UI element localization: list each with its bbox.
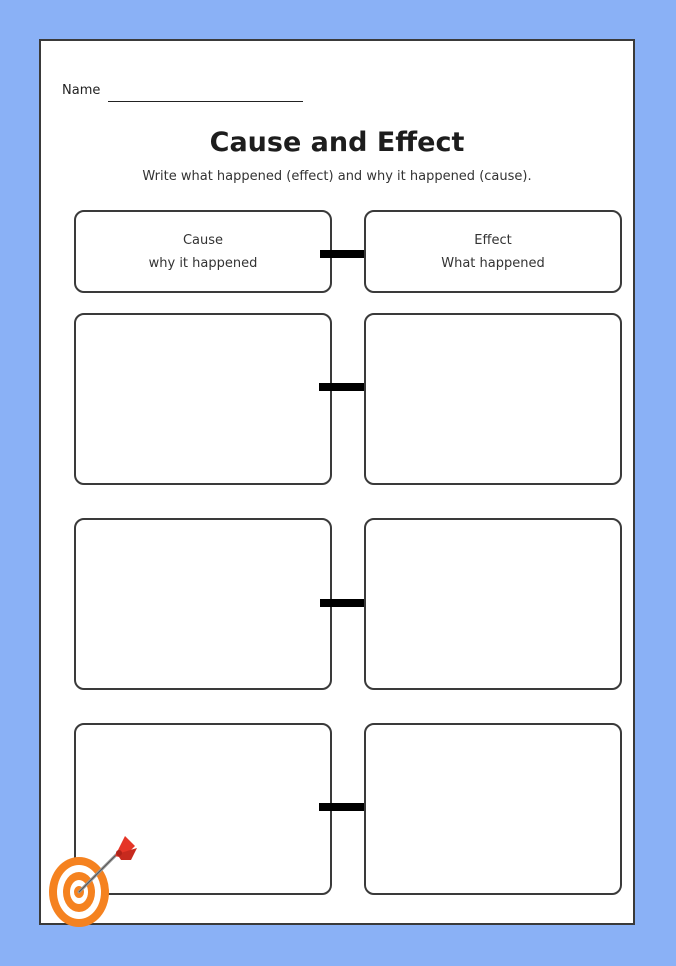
effect-box-2[interactable]	[364, 518, 622, 690]
cause-header-subtitle: why it happened	[148, 255, 258, 271]
cause-header-title: Cause	[182, 232, 224, 248]
right-arrow-icon	[320, 244, 384, 264]
effect-header-title: Effect	[474, 232, 512, 248]
worksheet: Name Cause and Effect Write what happene…	[39, 39, 635, 927]
cause-header-box: Cause why it happened	[74, 210, 332, 293]
cause-box-2[interactable]	[74, 518, 332, 690]
page-title: Cause and Effect	[209, 127, 465, 158]
dart-target-icon	[49, 836, 137, 927]
cause-box-1[interactable]	[74, 313, 332, 485]
name-label: Name	[62, 83, 101, 98]
right-arrow-icon	[320, 593, 384, 613]
right-arrow-icon	[319, 377, 383, 397]
effect-box-1[interactable]	[364, 313, 622, 485]
effect-box-3[interactable]	[364, 723, 622, 895]
effect-header-box: Effect What happened	[364, 210, 622, 293]
instructions: Write what happened (effect) and why it …	[142, 169, 532, 184]
right-arrow-icon	[319, 797, 383, 817]
name-line[interactable]	[108, 101, 303, 102]
effect-header-subtitle: What happened	[441, 255, 545, 271]
